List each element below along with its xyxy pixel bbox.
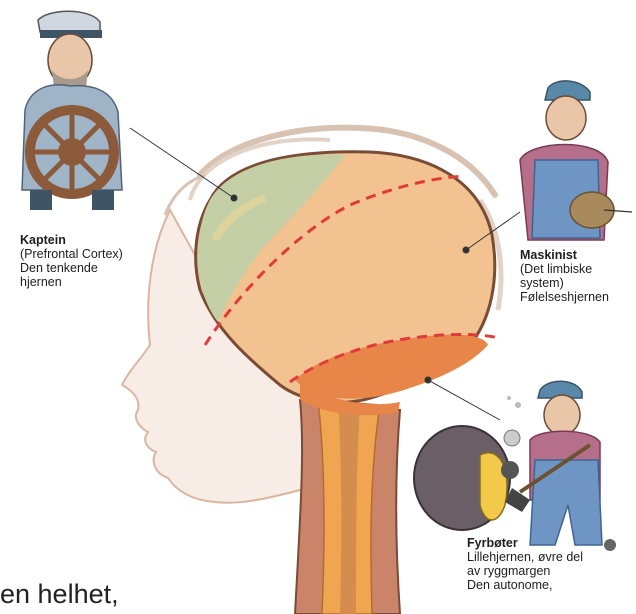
label-maskinist-line-1: (Det limbiske [520, 262, 636, 276]
label-fyrboter-line-1: Lillehjernen, øvre del [467, 550, 635, 564]
label-kaptein-title: Kaptein [20, 233, 160, 247]
label-kaptein-line-3: hjernen [20, 275, 160, 289]
fyrboter-leader [428, 380, 500, 420]
captain-figure-icon [22, 11, 122, 210]
label-maskinist-line-3: Følelseshjernen [520, 290, 636, 304]
spinal-column [295, 400, 400, 614]
label-fyrboter-line-3: Den autonome, [467, 578, 635, 592]
bottom-caption-text: en helhet, [0, 578, 119, 610]
label-maskinist-title: Maskinist [520, 248, 636, 262]
label-fyrboter-line-2: av ryggmargen [467, 564, 635, 578]
mechanic-figure-icon [520, 81, 632, 240]
kaptein-dot [231, 195, 238, 202]
label-maskinist: Maskinist (Det limbiske system) Følelses… [520, 248, 636, 304]
label-maskinist-line-2: system) [520, 276, 636, 290]
label-kaptein-line-1: (Prefrontal Cortex) [20, 247, 160, 261]
fyrboter-dot [425, 377, 432, 384]
stoker-figure-icon [414, 381, 616, 551]
label-kaptein-line-2: Den tenkende [20, 261, 160, 275]
label-fyrboter-title: Fyrbøter [467, 536, 635, 550]
label-kaptein: Kaptein (Prefrontal Cortex) Den tenkende… [20, 233, 160, 289]
maskinist-dot [463, 247, 470, 254]
label-fyrboter: Fyrbøter Lillehjernen, øvre del av ryggm… [467, 536, 635, 592]
